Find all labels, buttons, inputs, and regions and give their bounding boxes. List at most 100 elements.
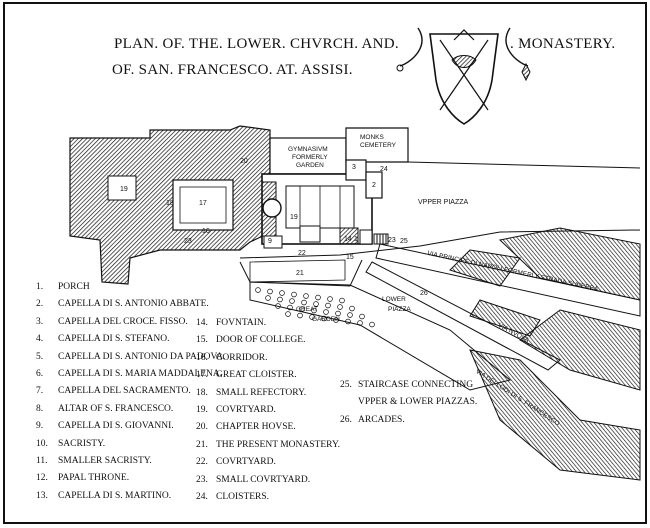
tree-mark [303, 293, 309, 299]
legend-number: 17. [196, 370, 208, 381]
tree-mark [309, 314, 315, 320]
legend-number: 19. [196, 405, 208, 415]
legend-label: CAPELLA DI S. GIOVANNI. [58, 421, 174, 432]
plan-number-16: 16 [202, 228, 210, 235]
legend-number: 13. [36, 490, 48, 501]
legend-label: SMALL REFECTORY. [216, 387, 307, 398]
legend-number: 5. [36, 351, 44, 362]
tree-mark [337, 304, 343, 310]
frame-border [3, 2, 647, 524]
town-block-4 [469, 349, 641, 481]
courtyard-19-left [107, 175, 137, 201]
label-formerly: FORMERLY [292, 154, 328, 161]
tree-mark [359, 313, 365, 320]
legend-label: STAIRCASE CONNECTING [358, 380, 474, 390]
legend-label: CAPELLA DEL CROCE. FISSO. [58, 316, 188, 327]
legend-number: 15. [196, 335, 208, 346]
legend-number: 1. [36, 282, 44, 292]
tree-mark [369, 321, 375, 328]
label-piazza: PIAZZA [388, 306, 411, 313]
map-title-line1-end: . MONASTERY. [510, 36, 616, 52]
tree-mark [323, 309, 329, 315]
legend-number: 16. [196, 352, 208, 363]
legend-number: 10. [36, 438, 48, 449]
legend-number: 22. [196, 457, 208, 468]
plan-number-9: 9 [268, 238, 272, 245]
plan-number-15: 15 [346, 254, 354, 261]
legend-label: DOOR OF COLLEGE. [216, 335, 306, 346]
legend-label: CORRIDOR. [216, 352, 268, 363]
legend-number: 3. [36, 316, 44, 327]
legend-number: 11. [36, 456, 48, 466]
via-nvova-street [365, 261, 561, 371]
tree-mark [333, 317, 339, 323]
plan-number-26: 26 [420, 290, 428, 297]
tree-mark [277, 296, 283, 303]
tree-mark [345, 318, 351, 325]
tree-mark [311, 307, 317, 314]
tree-mark [255, 287, 261, 293]
label-garden: GARDEN [296, 162, 324, 169]
great-cloister [172, 179, 234, 231]
plan-number-18: 18 [166, 200, 174, 207]
legend-number: 26. [340, 414, 352, 425]
legend-label: CHAPTER HOVSE. [216, 422, 296, 433]
legend-label: PAPAL THRONE. [58, 473, 130, 484]
tree-mark [275, 303, 281, 309]
tree-mark [349, 305, 355, 312]
monastery-building [69, 125, 271, 285]
plan-number-19: 19 [290, 214, 298, 221]
church [261, 159, 383, 249]
plan-number-20: 20 [240, 158, 248, 165]
legend-number: 24. [196, 492, 208, 502]
legend-label: VPPER & LOWER PIAZZAS. [358, 397, 478, 408]
legend-label: SACRISTY. [58, 438, 106, 449]
cloister-walk [179, 186, 227, 224]
legend-number: 12. [36, 473, 48, 484]
tree-mark [347, 312, 353, 318]
legend-label: SMALL COVRTYARD. [216, 474, 311, 485]
legend-number: 8. [36, 403, 44, 414]
town-block-5 [469, 299, 541, 337]
upper-piazza-edge [407, 161, 641, 169]
coat-of-arms-icon [396, 27, 531, 125]
staircase [373, 233, 389, 245]
plan-number-24: 24 [380, 166, 388, 173]
legend-label: FOVNTAIN. [216, 318, 267, 328]
plan-number-23: 23 [388, 237, 396, 244]
legend-label: CAPELLA DI S. ANTONIO DA PADOVA. [58, 351, 226, 362]
legend-label: ALTAR OF S. FRANCESCO. [58, 403, 174, 414]
legend-number: 20. [196, 422, 208, 433]
tree-mark [299, 306, 305, 312]
plan-number-1: 1 [354, 236, 358, 243]
tree-mark [279, 290, 285, 296]
label-lower: LOWER [382, 296, 406, 303]
legend-label: CLOISTERS. [216, 492, 270, 502]
plan-number-25: 25 [400, 238, 408, 245]
legend-label: PORCH [58, 282, 90, 292]
plan-number-22: 22 [298, 250, 306, 257]
plan-number-21: 21 [296, 270, 304, 277]
plan-number-14: 14 [344, 236, 352, 243]
legend-number: 25. [340, 380, 352, 390]
label-monks: MONKS [360, 134, 384, 141]
label-upper-piazza: VPPER PIAZZA [418, 199, 469, 206]
tree-mark [291, 291, 297, 298]
plan-number-17: 17 [199, 200, 207, 207]
legend-label: COVRTYARD. [216, 405, 276, 415]
tree-mark [267, 288, 273, 295]
tree-mark [297, 312, 303, 319]
label-garden-2: GARDEN. [312, 316, 342, 323]
legend-label: ARCADES. [358, 414, 405, 425]
legend-number: 23. [196, 474, 208, 485]
legend-label: CAPELLA DI S. MARIA MADDALENA. [58, 369, 223, 379]
legend-number: 9. [36, 421, 44, 432]
plan-number-19-left: 19 [120, 186, 128, 193]
arcade-21 [249, 259, 346, 283]
legend-label: SMALLER SACRISTY. [58, 456, 152, 466]
legend-label: THE PRESENT MONASTERY. [216, 439, 340, 450]
tree-mark [327, 296, 333, 302]
tree-mark [265, 295, 271, 301]
legend-label: CAPELLA DI S. STEFANO. [58, 334, 170, 345]
